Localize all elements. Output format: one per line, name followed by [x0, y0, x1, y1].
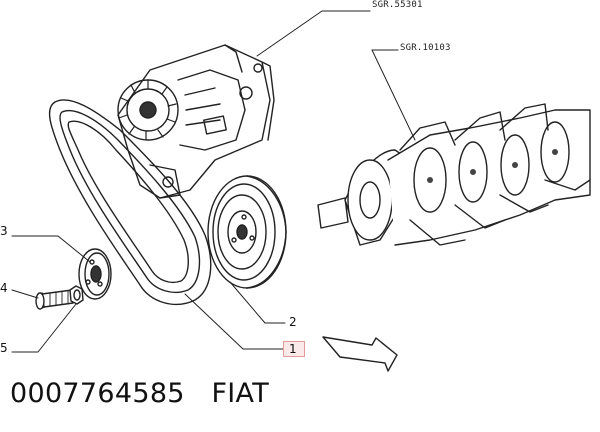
crankshaft-illustration	[317, 103, 591, 246]
reference-label-alternator: SGR.55301	[372, 0, 423, 10]
nut-illustration	[69, 285, 84, 305]
hub-washer-illustration	[78, 248, 112, 300]
bolt-illustration	[35, 289, 74, 310]
part-number: 0007764585	[10, 378, 185, 409]
alternator-illustration	[117, 44, 275, 199]
part-callout-washer: 3	[0, 224, 8, 238]
brand-name: FIAT	[211, 378, 270, 409]
caption-spacer	[185, 378, 212, 409]
part-caption: 0007764585 FIAT	[10, 378, 269, 409]
crankshaft-pulley-illustration	[207, 175, 287, 289]
direction-arrow-icon	[322, 336, 398, 372]
poly-v-belt-illustration	[48, 99, 212, 306]
leader-lines	[11, 10, 416, 353]
reference-label-crankshaft: SGR.10103	[400, 43, 451, 53]
part-callout-belt-highlighted[interactable]: 1	[283, 341, 305, 357]
part-callout-pulley: 2	[289, 315, 297, 329]
part-callout-bolt: 4	[0, 281, 8, 295]
part-callout-nut: 5	[0, 341, 8, 355]
